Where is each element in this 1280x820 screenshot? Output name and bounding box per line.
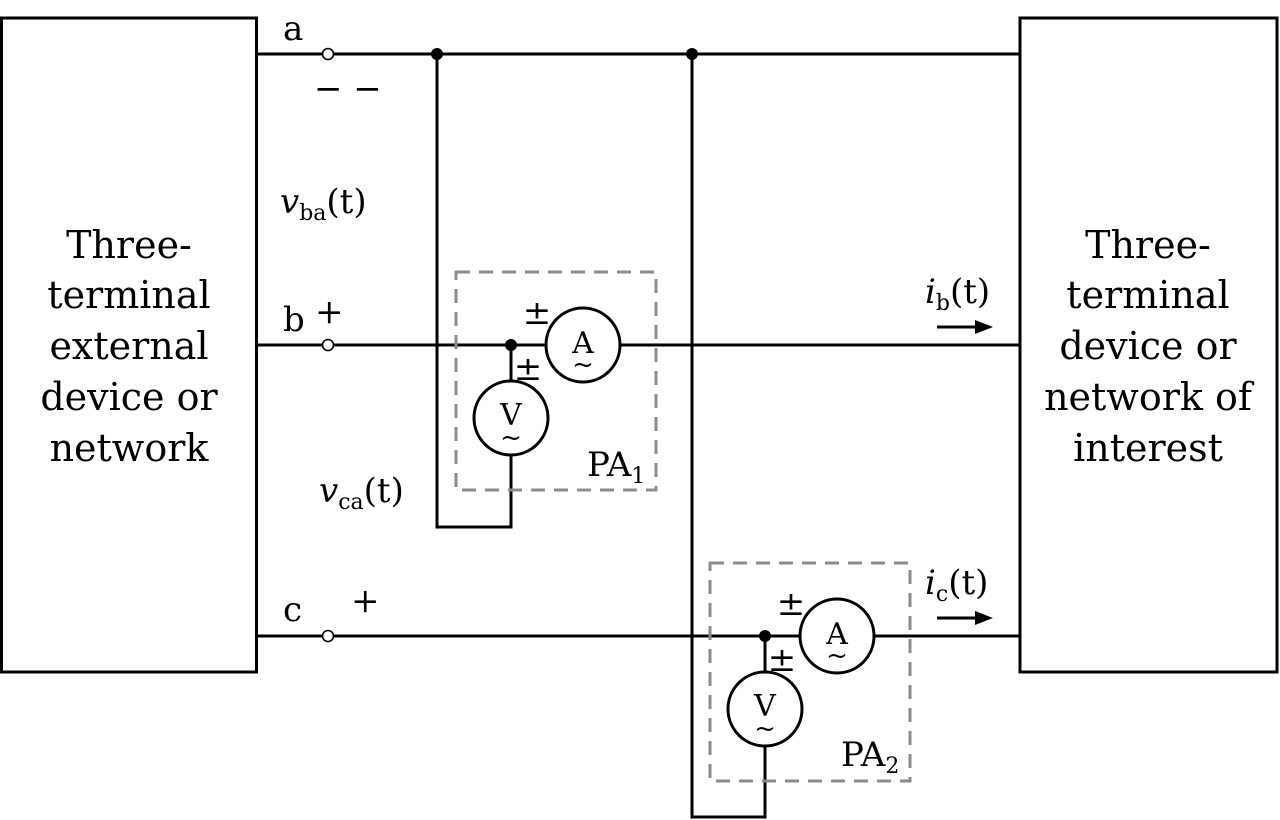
ic-subscript: c	[936, 582, 948, 607]
device-of-interest-block	[1018, 16, 1279, 674]
vca-subscript: ca	[338, 490, 363, 515]
vca-argument: (t)	[364, 471, 404, 511]
device-of-interest-line-1: Three-	[1085, 223, 1211, 267]
pa2-label: PA2	[841, 735, 899, 779]
pa2-ammeter-polarity: ±	[777, 584, 806, 624]
terminal-a-label: a	[283, 9, 303, 49]
pa1-voltage-return-wire	[435, 54, 513, 529]
voltage-vca-label: vca(t)	[319, 471, 404, 515]
current-ib-label: ib(t)	[925, 272, 990, 316]
pa2-box	[708, 561, 912, 783]
external-device-line-2: terminal	[47, 273, 210, 317]
pa2-voltmeter-circle	[726, 670, 804, 748]
pa2-voltmeter: V ~	[726, 670, 804, 748]
external-device-line-3: external	[49, 324, 208, 368]
ic-symbol: i	[925, 563, 936, 603]
vba-argument: (t)	[326, 182, 366, 222]
polarity-plus-c: +	[351, 581, 380, 621]
pa1-box	[454, 270, 658, 492]
current-ic-arrow	[937, 611, 993, 625]
pa1-ammeter-circle	[544, 306, 622, 384]
ib-argument: (t)	[950, 272, 990, 312]
junction-dot-a2	[686, 48, 698, 60]
pa2-voltmeter-letter: V	[753, 689, 777, 724]
pa1-ammeter-letter: A	[571, 326, 594, 361]
pa1-voltmeter-circle	[472, 379, 550, 457]
pa1-label: PA1	[587, 445, 645, 489]
junction-dot-b	[505, 339, 517, 351]
pa1-voltmeter: V ~	[472, 379, 550, 457]
voltage-vba-label: vba(t)	[280, 182, 367, 226]
pa1-voltmeter-polarity: ±	[514, 349, 543, 389]
device-of-interest-line-4: network of	[1044, 375, 1255, 419]
wires	[256, 52, 1020, 819]
current-ib-arrow	[937, 320, 993, 334]
junction-dot-a1	[431, 48, 443, 60]
junction-dot-c	[759, 630, 771, 642]
external-device-line-1: Three-	[66, 223, 192, 267]
ib-symbol: i	[925, 272, 936, 312]
pa2-ammeter: A ~	[798, 597, 876, 675]
device-of-interest-line-5: interest	[1073, 426, 1223, 470]
external-device-line-5: network	[50, 426, 210, 470]
pa2-ammeter-ac-symbol: ~	[826, 641, 848, 671]
polarity-plus-b: +	[315, 292, 344, 332]
pa1-subscript: 1	[631, 464, 645, 489]
pa2-ammeter-letter: A	[825, 617, 848, 652]
pa2-voltmeter-ac-symbol: ~	[754, 714, 776, 744]
terminal-b-label: b	[283, 300, 305, 340]
pa2-ammeter-circle	[798, 597, 876, 675]
ib-subscript: b	[936, 291, 950, 316]
external-device-line-4: device or	[40, 375, 218, 419]
terminal-b	[321, 338, 335, 352]
pa1-voltmeter-letter: V	[499, 398, 523, 433]
terminal-a	[321, 47, 335, 61]
device-of-interest-label: Three- terminal device or network of int…	[1044, 223, 1255, 470]
pa1-ammeter: A ~	[544, 306, 622, 384]
pa2-voltmeter-polarity: ±	[768, 640, 797, 680]
pa1-voltmeter-ac-symbol: ~	[500, 423, 522, 453]
external-device-label: Three- terminal external device or netwo…	[40, 223, 218, 470]
device-of-interest-line-3: device or	[1059, 324, 1237, 368]
pa1-ammeter-polarity: ±	[523, 293, 552, 333]
current-ic-label: ic(t)	[925, 563, 988, 607]
pa2-name: PA	[841, 735, 886, 775]
external-device-block	[0, 16, 258, 674]
ic-argument: (t)	[948, 563, 988, 603]
vba-symbol: v	[280, 182, 299, 222]
terminal-c-label: c	[283, 590, 302, 630]
vba-subscript: ba	[299, 201, 326, 226]
device-of-interest-line-2: terminal	[1066, 273, 1229, 317]
pa1-name: PA	[587, 445, 632, 485]
pa1-ammeter-ac-symbol: ~	[572, 350, 594, 380]
pa2-subscript: 2	[885, 754, 899, 779]
vca-symbol: v	[319, 471, 338, 511]
polarity-minus-a: − −	[314, 69, 382, 109]
terminal-c	[321, 629, 335, 643]
